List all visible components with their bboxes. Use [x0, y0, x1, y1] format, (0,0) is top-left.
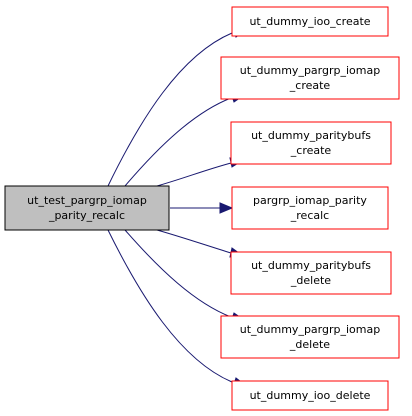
callee-label-line-2: _create [290, 144, 332, 157]
callee-node-ut-dummy-paritybufs-delete[interactable]: ut_dummy_paritybufs _delete [230, 251, 392, 295]
callee-node-ut-dummy-pargrp-iomap-delete[interactable]: ut_dummy_pargrp_iomap _delete [220, 315, 400, 359]
callee-box [231, 380, 389, 411]
callee-label-line-1: ut_dummy_ioo_create [249, 15, 370, 28]
callee-box [220, 315, 400, 359]
caller-box [4, 185, 170, 231]
callee-label-line-1: ut_dummy_pargrp_iomap [240, 323, 380, 336]
callee-node-ut-dummy-ioo-delete[interactable]: ut_dummy_ioo_delete [231, 380, 389, 411]
callee-box [230, 121, 392, 165]
caller-label-line-2: _parity_recalc [48, 209, 125, 222]
callee-label-line-2: _recalc [290, 209, 329, 222]
callee-label-line-2: _delete [289, 338, 330, 351]
callee-box [230, 251, 392, 295]
callee-label-line-1: ut_dummy_paritybufs [251, 259, 371, 272]
callee-node-pargrp-iomap-parity-recalc[interactable]: pargrp_iomap_parity _recalc [231, 186, 389, 230]
edge-to-ut-dummy-ioo-delete [107, 229, 233, 383]
callee-label-line-2: _delete [290, 274, 331, 287]
callee-box [220, 56, 400, 100]
arrowhead-pargrp-iomap-parity-recalc [219, 202, 234, 214]
callee-label-line-1: ut_dummy_paritybufs [251, 129, 371, 142]
callee-node-ut-dummy-ioo-create[interactable]: ut_dummy_ioo_create [231, 6, 389, 37]
callee-box [231, 186, 389, 230]
caller-label-line-1: ut_test_pargrp_iomap [27, 194, 147, 207]
edge-to-ut-dummy-pargrp-iomap-create [124, 97, 232, 187]
edge-to-ut-dummy-pargrp-iomap-delete [124, 229, 232, 318]
callee-label-line-2: _create [289, 79, 331, 92]
callee-node-ut-dummy-paritybufs-create[interactable]: ut_dummy_paritybufs _create [230, 121, 392, 165]
callee-label-line-1: ut_dummy_ioo_delete [250, 389, 371, 402]
callee-node-ut-dummy-pargrp-iomap-create[interactable]: ut_dummy_pargrp_iomap _create [220, 56, 400, 100]
caller-node[interactable]: ut_test_pargrp_iomap _parity_recalc [4, 185, 170, 231]
edge-to-ut-dummy-paritybufs-create [156, 162, 232, 187]
edge-to-ut-dummy-paritybufs-delete [156, 229, 232, 254]
edge-to-ut-dummy-ioo-create [107, 32, 233, 187]
callee-label-line-1: pargrp_iomap_parity [253, 194, 367, 207]
callee-label-line-1: ut_dummy_pargrp_iomap [240, 64, 380, 77]
callee-box [231, 6, 389, 37]
